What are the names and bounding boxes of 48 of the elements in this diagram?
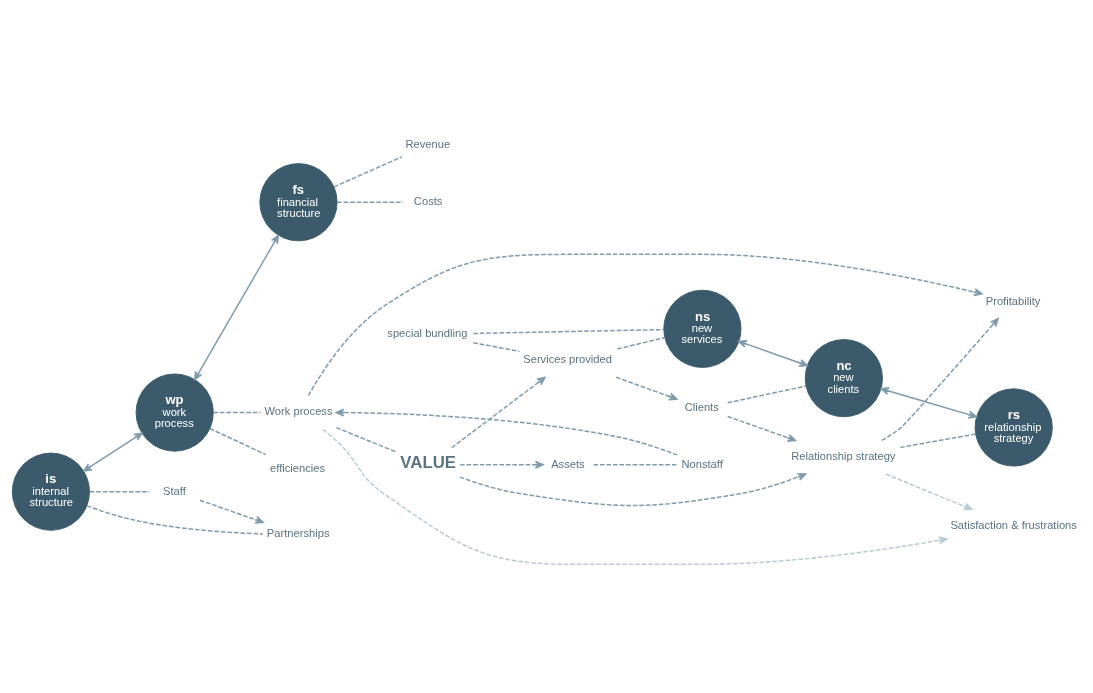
connector xyxy=(726,385,807,404)
node-text: special bundling xyxy=(387,327,468,340)
arrow xyxy=(83,432,143,472)
node-text: Partnerships xyxy=(266,527,330,540)
arrow xyxy=(726,415,797,442)
connector xyxy=(899,433,977,449)
connector xyxy=(472,341,521,353)
node-circle: ns new services xyxy=(663,289,742,368)
connector xyxy=(336,201,404,203)
arrow xyxy=(307,253,983,397)
node-text: Assets xyxy=(551,457,585,470)
connector xyxy=(212,411,262,414)
node-text: VALUE xyxy=(400,452,456,472)
connector xyxy=(89,490,151,493)
connector xyxy=(592,463,678,466)
connector xyxy=(86,505,264,535)
node-text: Satisfaction & frustrations xyxy=(950,519,1077,531)
arrow xyxy=(322,428,948,566)
arrow xyxy=(885,473,973,511)
node-circle: fs financial structure xyxy=(259,163,338,242)
node-text: Staff xyxy=(163,484,186,497)
connector xyxy=(209,427,267,456)
node-text: Clients xyxy=(684,400,719,413)
connector xyxy=(472,328,665,335)
node-circle: nc new clients xyxy=(804,339,883,418)
arrow xyxy=(880,387,978,419)
node-text: efficiencies xyxy=(270,462,326,475)
connector xyxy=(335,426,398,453)
node-circle: rs relationship strategy xyxy=(974,388,1053,467)
node-text: Work process xyxy=(264,405,333,418)
arrow xyxy=(738,339,808,367)
node-text: Nonstaff xyxy=(681,457,723,470)
node-text: Profitability xyxy=(985,294,1041,307)
arrow xyxy=(199,499,264,524)
arrow xyxy=(615,376,678,401)
arrow xyxy=(880,317,999,442)
node-text: Relationship strategy xyxy=(791,450,896,463)
node-text: Costs xyxy=(413,195,443,208)
node-text: Revenue xyxy=(405,138,451,151)
connector xyxy=(333,156,403,188)
arrow xyxy=(451,376,546,449)
arrow xyxy=(459,472,807,507)
node-circle: is internal structure xyxy=(11,452,90,531)
node-text: Services provided xyxy=(523,353,612,366)
arrow xyxy=(335,408,678,456)
arrow xyxy=(459,460,544,469)
connector xyxy=(616,336,666,350)
arrow xyxy=(194,234,279,381)
